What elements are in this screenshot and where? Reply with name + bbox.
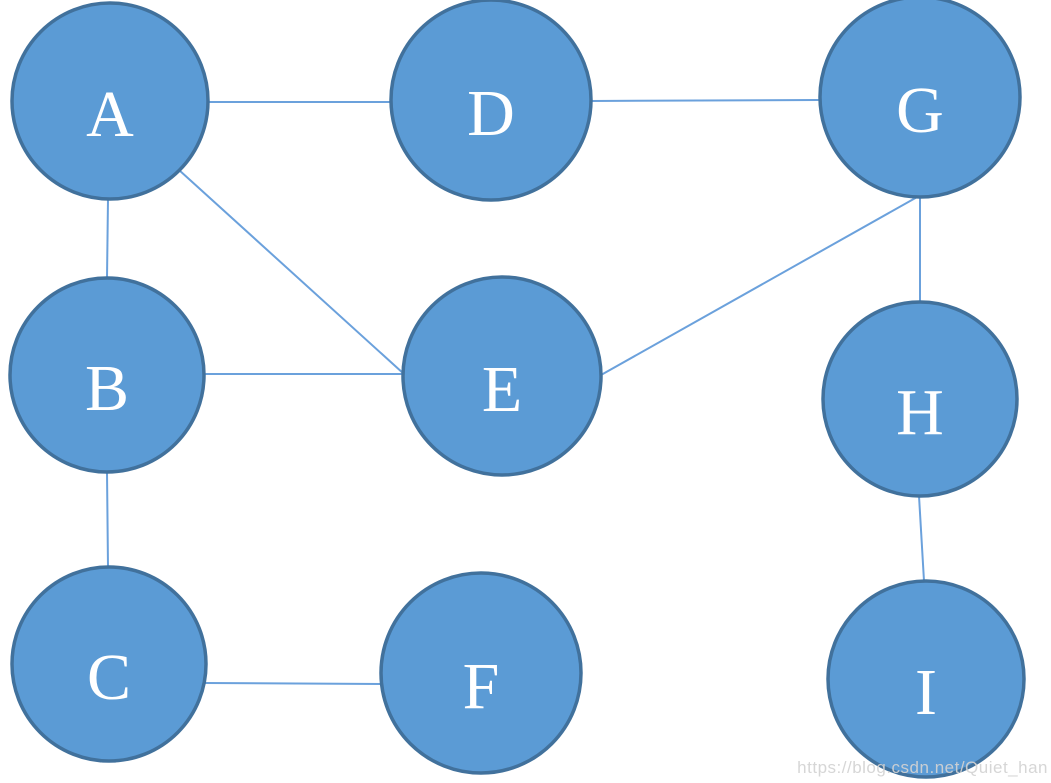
edge-E-G bbox=[600, 195, 920, 376]
edge-A-E bbox=[178, 169, 405, 375]
node-label-I: I bbox=[915, 656, 937, 729]
node-F: F bbox=[379, 571, 583, 775]
edge-D-G bbox=[590, 99, 819, 102]
node-label-C: C bbox=[87, 641, 131, 714]
node-label-B: B bbox=[85, 352, 129, 425]
node-circle-A bbox=[10, 1, 210, 201]
node-E: E bbox=[401, 275, 603, 477]
edge-C-F bbox=[204, 682, 383, 685]
node-circle-H bbox=[821, 300, 1019, 498]
node-circle-E bbox=[401, 275, 603, 477]
edge-B-C bbox=[106, 471, 109, 568]
node-G: G bbox=[818, 0, 1022, 199]
node-label-E: E bbox=[482, 353, 522, 426]
node-A: A bbox=[10, 1, 210, 201]
node-B: B bbox=[8, 276, 206, 474]
node-circle-I bbox=[826, 579, 1026, 779]
node-D: D bbox=[389, 0, 593, 202]
node-label-F: F bbox=[463, 650, 500, 723]
node-circle-C bbox=[10, 565, 208, 763]
node-label-H: H bbox=[896, 376, 944, 449]
node-H: H bbox=[821, 300, 1019, 498]
node-label-G: G bbox=[896, 74, 944, 147]
node-circle-D bbox=[389, 0, 593, 202]
node-label-A: A bbox=[86, 78, 134, 151]
edge-H-I bbox=[918, 495, 925, 582]
node-circle-F bbox=[379, 571, 583, 775]
node-C: C bbox=[10, 565, 208, 763]
edge-A-B bbox=[106, 198, 109, 279]
node-circle-G bbox=[818, 0, 1022, 199]
node-I: I bbox=[826, 579, 1026, 779]
node-circle-B bbox=[8, 276, 206, 474]
node-label-D: D bbox=[467, 77, 515, 150]
